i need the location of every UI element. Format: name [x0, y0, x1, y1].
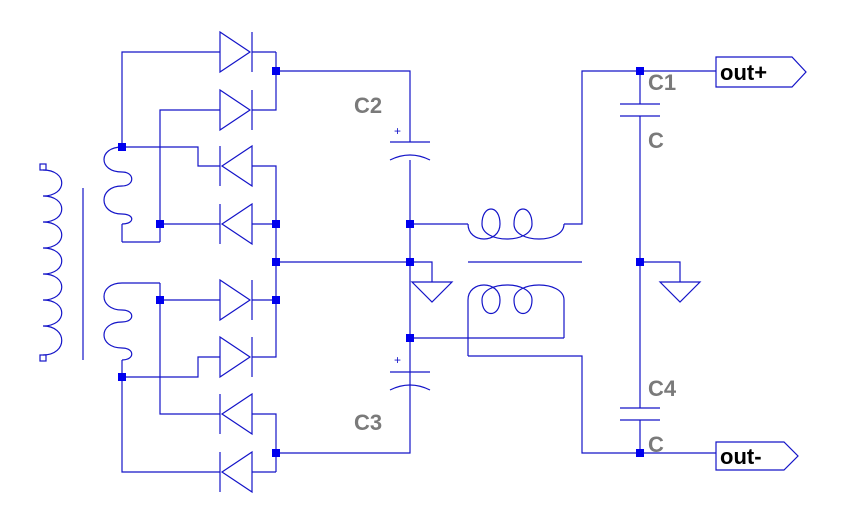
ground-symbol-left	[410, 261, 454, 303]
diode-d8	[219, 450, 253, 494]
junction-node	[272, 449, 280, 457]
junction-node	[406, 334, 414, 342]
transformer-primary-winding	[39, 163, 63, 362]
junction-node	[406, 220, 414, 228]
diode-d7	[219, 392, 253, 436]
diode-d2	[219, 88, 253, 132]
capacitor-c2: +	[389, 124, 431, 161]
junction-node	[272, 220, 280, 228]
transformer-secondary-lower	[103, 282, 161, 377]
diode-d1	[219, 30, 253, 74]
junction-node	[156, 296, 164, 304]
c3-label: C3	[354, 410, 382, 435]
c4-label: C4	[648, 376, 677, 401]
junction-node	[272, 296, 280, 304]
c1-value: C	[648, 128, 664, 153]
capacitor-c4	[620, 407, 660, 421]
port-out-minus: out-	[715, 441, 799, 471]
c3-polarity-plus: +	[394, 353, 401, 367]
transformer	[39, 146, 161, 377]
c1-label: C1	[648, 70, 676, 95]
common-mode-choke	[410, 70, 640, 454]
junction-node	[156, 220, 164, 228]
junction-node	[272, 258, 280, 266]
ground-symbol-right	[658, 281, 702, 303]
transformer-secondary-upper	[103, 146, 161, 243]
junction-node	[118, 373, 126, 381]
junction-node	[406, 258, 414, 266]
capacitor-c1	[620, 103, 660, 117]
diode-d6	[219, 335, 253, 379]
c2-label: C2	[354, 93, 382, 118]
c2-polarity-plus: +	[394, 124, 401, 138]
junction-node	[118, 143, 126, 151]
diode-d4	[219, 202, 253, 246]
port-out-plus: out+	[715, 56, 807, 88]
diode-d5	[219, 278, 253, 322]
junction-node	[636, 258, 644, 266]
junction-node	[636, 449, 644, 457]
junction-node	[636, 67, 644, 75]
junction-nodes	[118, 67, 644, 457]
c4-value: C	[648, 432, 664, 457]
port-out-plus-label: out+	[720, 60, 767, 85]
diode-d3	[219, 144, 253, 188]
port-out-minus-label: out-	[720, 444, 762, 469]
junction-node	[272, 67, 280, 75]
